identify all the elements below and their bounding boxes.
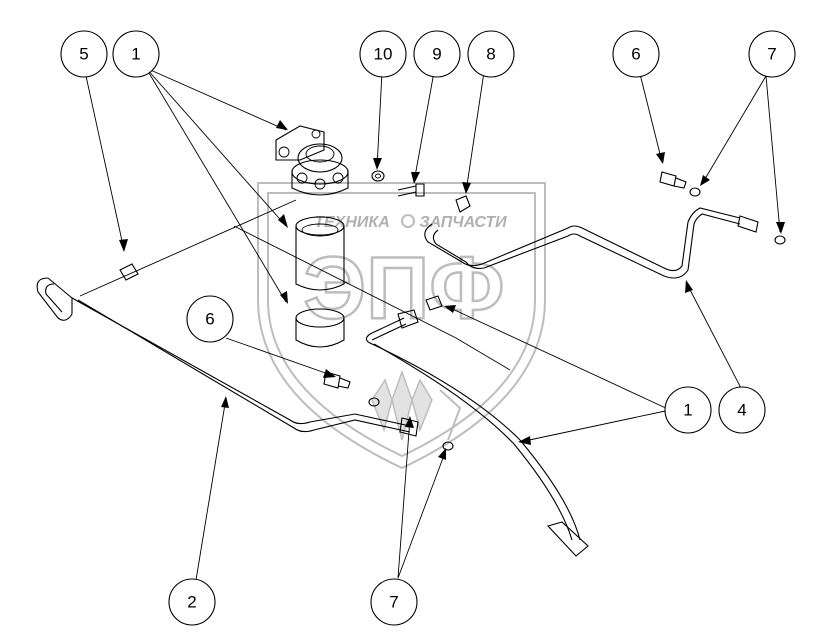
washer-part-7-right-a [689,187,701,197]
leader-lines [79,67,781,581]
callout-1-top: 1 [112,30,160,78]
callout-label: 10 [374,45,393,64]
callout-label: 4 [737,401,746,420]
watermark-logo: ТЕХНИКА ЗАПЧАСТИ ЭПФ [257,182,546,470]
callout-9: 9 [413,30,461,78]
watermark-left-word: ТЕХНИКА [314,214,390,231]
callout-label: 1 [131,45,140,64]
fuel-filter-assembly [275,125,349,348]
fitting-part-5 [119,263,139,281]
washer-part-10 [371,170,385,182]
watermark-gear-icon [401,214,415,228]
arrowheads [119,120,785,460]
watermark-right-word: ЗАПЧАСТИ [419,214,507,231]
pipe-part-1 [365,295,589,557]
washer-part-7-left-b [442,441,454,451]
pipe-part-2 [36,277,419,437]
callout-label: 7 [767,45,776,64]
callout-4: 4 [718,386,766,434]
callout-label: 1 [683,401,692,420]
callout-label: 9 [432,45,441,64]
watermark-wheat-icon [371,369,462,441]
callout-label: 2 [187,593,196,612]
callout-1-right: 1 [664,386,712,434]
callout-label: 5 [79,45,88,64]
callout-6-top: 6 [612,30,660,78]
banjo-bolt-part-6-left [323,371,351,389]
callout-10: 10 [359,30,407,78]
callout-2: 2 [168,578,216,626]
callout-label: 6 [205,310,214,329]
callout-label: 7 [389,593,398,612]
washer-part-7-left-a [368,397,380,407]
banjo-bolt-part-6-right [659,171,687,189]
callout-7-top: 7 [748,30,796,78]
bolt-part-9 [397,183,425,197]
callout-8: 8 [467,30,515,78]
callout-label: 6 [631,45,640,64]
callout-7-bottom: 7 [370,578,418,626]
callout-5: 5 [60,30,108,78]
callout-6-middle: 6 [186,295,234,343]
pipe-part-4 [424,207,759,279]
plug-part-8 [455,195,471,213]
washer-part-7-right-b [774,235,786,245]
callout-label: 8 [486,45,495,64]
